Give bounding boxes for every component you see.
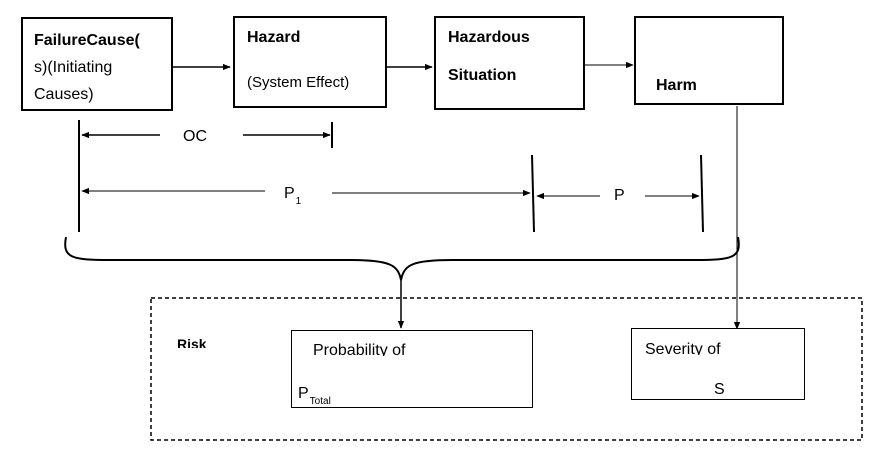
probability-title: Probability of xyxy=(313,343,406,356)
probability-box: Probability of PTotal xyxy=(291,330,533,408)
risk-container xyxy=(150,297,863,441)
p1-label: P1 xyxy=(284,186,301,207)
hazard-box: Hazard (System Effect) xyxy=(233,16,387,108)
hazard-title: Hazard xyxy=(247,29,301,46)
p1-label-main: P xyxy=(284,185,295,202)
p2-label: P xyxy=(614,187,625,204)
oc-label: OC xyxy=(183,129,207,141)
failure-cause-box: FailureCause( s)(Initiating Causes) xyxy=(21,17,173,111)
hazard-subtitle: (System Effect) xyxy=(247,74,350,91)
failure-cause-line-1: FailureCause( xyxy=(34,32,140,49)
probability-symbol-main: P xyxy=(298,385,309,402)
severity-symbol: S xyxy=(714,381,725,398)
hazardous-situation-line-1: Hazardous xyxy=(448,29,530,46)
p1-label-sub: 1 xyxy=(295,196,302,207)
failure-cause-line-3: Causes) xyxy=(34,86,94,103)
severity-box: Severity of S xyxy=(631,328,805,400)
harm-title: Harm xyxy=(656,77,697,94)
harm-box: Harm xyxy=(634,16,784,105)
probability-symbol-sub: Total xyxy=(309,396,331,407)
hazardous-situation-line-2: Situation xyxy=(448,67,517,84)
hazardous-situation-box: Hazardous Situation xyxy=(434,16,585,110)
severity-title: Severity of xyxy=(645,342,721,355)
risk-label: Risk xyxy=(177,337,207,348)
probability-symbol: PTotal xyxy=(298,386,331,407)
tick-middle xyxy=(531,154,535,233)
curly-brace xyxy=(64,236,740,281)
tick-right xyxy=(700,154,704,233)
failure-cause-line-2: s)(Initiating xyxy=(34,59,113,76)
